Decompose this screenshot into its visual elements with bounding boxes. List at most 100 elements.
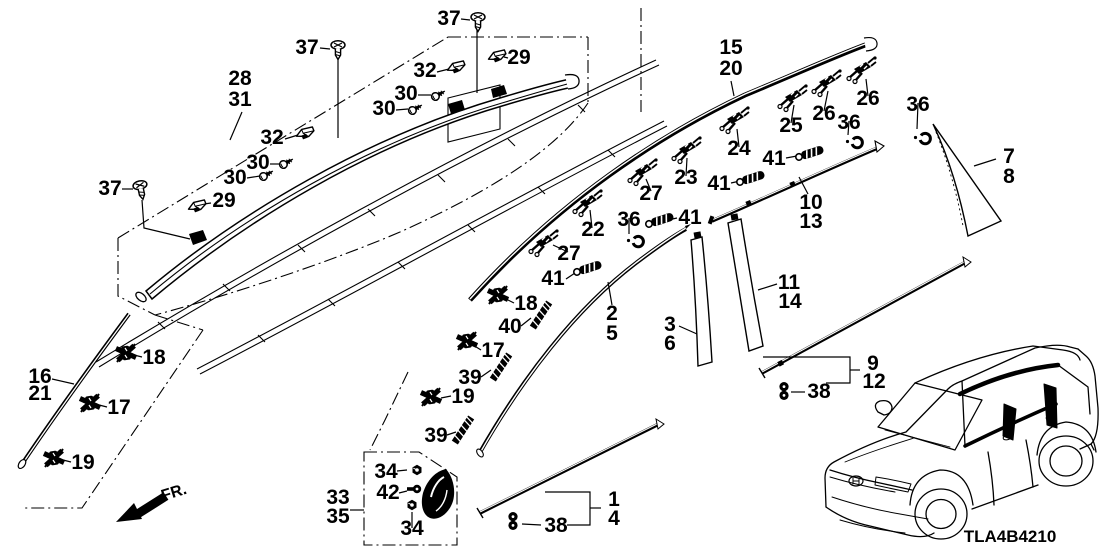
corner-garnish (421, 469, 455, 519)
part-label-32: 32 (260, 126, 283, 149)
clip8-glyph (508, 512, 518, 530)
part-label-33: 33 (326, 486, 349, 509)
clip_flat-glyph (294, 126, 316, 141)
part-label-34: 34 (374, 460, 398, 483)
part-label-41: 41 (541, 267, 565, 290)
part-label-41: 41 (678, 206, 702, 229)
roof-rack-rail (144, 78, 575, 301)
c-pillar-garnish-group (932, 123, 1003, 238)
rear-upper-belt-molding-group (707, 139, 885, 225)
part-label-16: 16 (28, 365, 51, 388)
rail-end-cap (564, 73, 580, 90)
car-mirror (874, 399, 893, 416)
part-label-32: 32 (413, 59, 436, 82)
grommet-glyph (625, 234, 645, 249)
part-label-12: 12 (862, 370, 885, 393)
clip_roof-glyph (845, 55, 878, 85)
car-c-pillar (1043, 383, 1058, 429)
fr-arrow-icon (116, 503, 142, 522)
xclip-glyph (454, 330, 480, 352)
part-label-38: 38 (807, 380, 831, 403)
fr-label: FR. (159, 481, 189, 505)
part-label-27: 27 (557, 242, 580, 265)
hatch-glyph (450, 414, 476, 446)
part-label-28: 28 (228, 67, 252, 90)
part-label-30: 30 (223, 166, 246, 189)
tick-marks (157, 104, 616, 343)
part-label-35: 35 (326, 505, 350, 528)
car-door-handle (1045, 413, 1057, 421)
part-label-15: 15 (719, 36, 743, 59)
bolt-glyph (407, 484, 422, 494)
part-label-10: 10 (799, 191, 822, 214)
car-headlight (874, 476, 912, 493)
b-pillar-garnish-group (690, 213, 764, 367)
part-label-18: 18 (514, 292, 538, 315)
roof-molding (468, 41, 869, 302)
roof-rack-rail-group (95, 59, 668, 375)
pillar-garnish-3 (690, 236, 713, 367)
pill-glyph (793, 144, 826, 163)
part-label-17: 17 (107, 396, 130, 419)
rail-end-cap (135, 291, 147, 303)
part-label-13: 13 (799, 210, 822, 233)
screw_small-glyph (277, 154, 296, 171)
rear-belt-molding (761, 260, 967, 375)
boundary-chain-lines (22, 8, 642, 546)
part-label-37: 37 (98, 177, 121, 200)
part-label-30: 30 (372, 97, 395, 120)
part-label-2: 2 (606, 302, 618, 325)
part-label-24: 24 (727, 137, 751, 160)
car-hood-crease (844, 437, 915, 463)
clip_flat-glyph (486, 49, 508, 64)
part-label-4: 4 (608, 507, 620, 530)
front-belt-molding (479, 422, 660, 515)
car-grille-line (829, 469, 913, 491)
drip-molding-group (476, 224, 691, 458)
part-label-20: 20 (719, 57, 742, 80)
nut-glyph (412, 464, 422, 476)
car-roof-molding-highlight (957, 362, 1061, 397)
part-label-14: 14 (778, 290, 802, 313)
part-label-37: 37 (295, 36, 318, 59)
screw_flat-glyph (131, 178, 151, 202)
part-label-6: 6 (664, 332, 676, 355)
car-front-wheel (914, 488, 968, 540)
rail-foot (189, 230, 207, 245)
fr-direction-indicator: FR. (116, 481, 189, 522)
clip_flat-glyph (445, 60, 467, 75)
car-rear-outline (1077, 348, 1099, 450)
part-label-30: 30 (246, 151, 269, 174)
part-label-25: 25 (779, 114, 803, 137)
part-label-26: 26 (856, 87, 879, 110)
car-front-lower (825, 506, 935, 538)
screw_flat-glyph (330, 40, 346, 61)
part-label-11: 11 (778, 271, 801, 294)
nut-glyph (407, 499, 417, 511)
pill-glyph (734, 169, 767, 188)
car-rear-wheel-arch (1036, 421, 1097, 456)
part-label-41: 41 (762, 147, 786, 170)
pillar-garnish-7 (932, 123, 1003, 238)
screw_flat-glyph (470, 12, 486, 33)
part-label-26: 26 (812, 102, 835, 125)
part-label-22: 22 (581, 218, 604, 241)
part-label-39: 39 (424, 424, 447, 447)
part-label-18: 18 (142, 346, 166, 369)
clip_flat-glyph (186, 199, 208, 214)
rail-foot (491, 85, 507, 98)
diagram-code: TLA4B4210 (964, 527, 1057, 546)
part-label-29: 29 (507, 46, 530, 69)
clip_roof-glyph (718, 105, 751, 135)
part-label-40: 40 (498, 315, 521, 338)
clip_roof-glyph (810, 68, 843, 98)
car-door-handle (1002, 433, 1014, 441)
drip-molding (477, 227, 687, 455)
part-label-27: 27 (639, 182, 662, 205)
part-label-38: 38 (544, 514, 568, 537)
front-pillar-molding-group (17, 312, 131, 470)
part-label-36: 36 (837, 111, 860, 134)
